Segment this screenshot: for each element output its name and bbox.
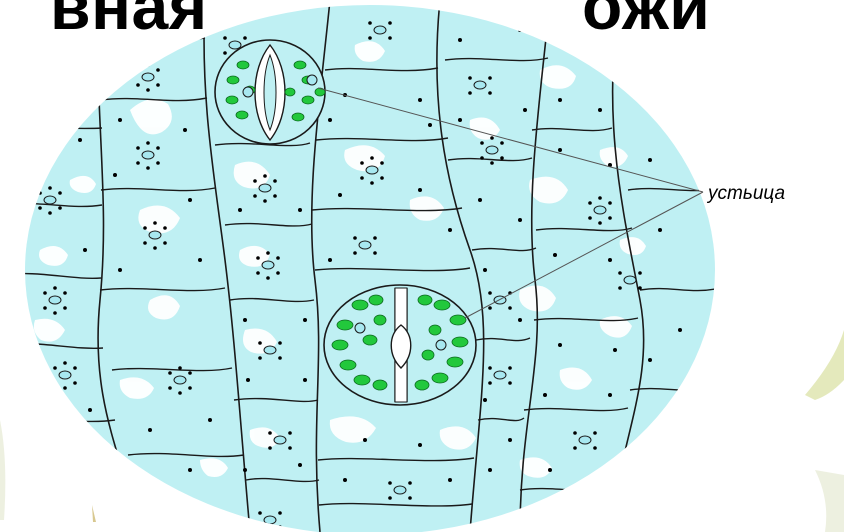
plant-decoration-right: [805, 330, 844, 532]
stoma-lower: [324, 285, 476, 405]
stoma-upper: [215, 40, 325, 144]
stomata-label: устьица: [708, 183, 785, 205]
plant-decoration-left: [0, 420, 96, 522]
